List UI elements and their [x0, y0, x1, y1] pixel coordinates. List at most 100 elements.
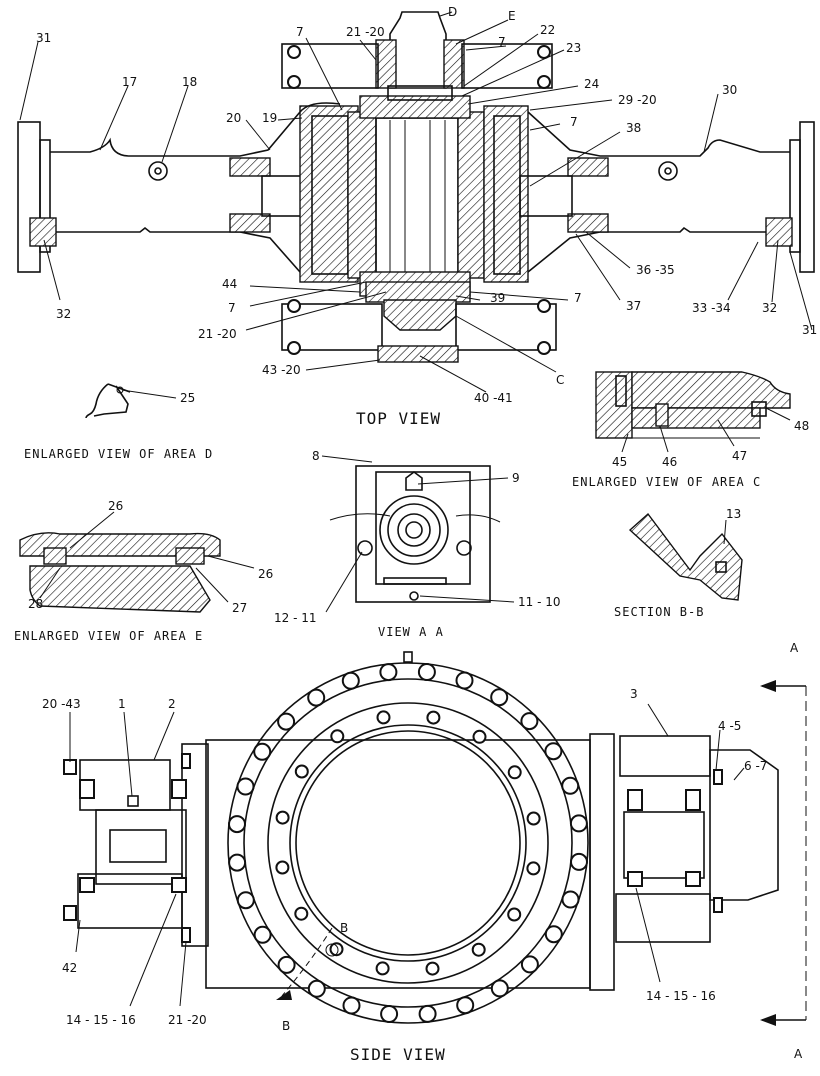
flange-bolt	[569, 814, 588, 833]
detail-area-c: 45 46 47 48 ENLARGED VIEW OF AREA C	[572, 371, 809, 489]
pinion-cage-bottom	[281, 281, 557, 363]
flange-bolt	[425, 961, 440, 976]
flange-bolt	[544, 742, 563, 761]
callout-29-20: 29 -20	[618, 93, 657, 107]
callout-44: 44	[222, 277, 237, 291]
flange-bolt	[490, 688, 509, 707]
flange-bolt	[228, 853, 247, 872]
callout-a: A	[790, 641, 799, 655]
callout-4-5: 4 -5	[718, 719, 741, 733]
callout-26: 26	[108, 499, 123, 513]
flange-bolt	[426, 710, 441, 725]
flange-bolt	[294, 764, 309, 779]
callout-18: 18	[182, 75, 197, 89]
callout-8: 8	[312, 449, 320, 463]
left-actuator	[63, 753, 191, 943]
flange-bolt	[329, 942, 344, 957]
section-b-b: 13 SECTION B-B	[614, 507, 743, 619]
flange-bolt	[456, 996, 475, 1015]
pinion-cage-top	[281, 11, 553, 101]
callout-14-15-16: 14 - 15 - 16	[646, 989, 716, 1003]
flange-bolt	[520, 955, 539, 974]
callout-30: 30	[722, 83, 737, 97]
flange-bolt	[472, 729, 487, 744]
flange-bolt	[455, 671, 474, 690]
flange-bolt	[561, 890, 580, 909]
callout-c: C	[556, 373, 564, 387]
callout-37: 37	[626, 299, 641, 313]
callout-33-34: 33 -34	[692, 301, 731, 315]
side-view-callouts: A A B B 20 -43 1 2 3 4 -5 6 -7 42 14 - 1…	[42, 641, 803, 1061]
callout-a: A	[794, 1047, 803, 1061]
callout-36-35: 36 -35	[636, 263, 675, 277]
area-d-title: ENLARGED VIEW OF AREA D	[24, 447, 213, 461]
callout-38: 38	[626, 121, 641, 135]
flange-bolt	[236, 891, 255, 910]
flange-bolt	[526, 861, 541, 876]
callout-22: 22	[540, 23, 555, 37]
flange-bolt-circle-outer	[228, 663, 588, 1023]
callout-7: 7	[296, 25, 304, 39]
flange-bolt	[330, 729, 345, 744]
flange-bolt	[253, 742, 272, 761]
callout-26: 26	[258, 567, 273, 581]
flange-bolt-circle-inner	[275, 710, 541, 976]
center-housing	[299, 95, 529, 297]
callout-25: 25	[180, 391, 195, 405]
callout-19: 19	[262, 111, 277, 125]
flange-bolt	[375, 961, 390, 976]
flange-bolt	[418, 1004, 437, 1023]
callout-23: 23	[566, 41, 581, 55]
callout-d: D	[448, 5, 457, 19]
callout-13: 13	[726, 507, 741, 521]
callout-7: 7	[498, 35, 506, 49]
flange-bolt	[507, 765, 522, 780]
callout-e: E	[508, 9, 516, 23]
callout-28: 28	[28, 597, 43, 611]
flange-bolt	[341, 671, 360, 690]
side-view: A A B B 20 -43 1 2 3 4 -5 6 -7 42 14 - 1…	[42, 641, 807, 1064]
callout-42: 42	[62, 961, 77, 975]
callout-2: 2	[168, 697, 176, 711]
top-view: D E 7 21 -20 7 22 23 24 29 -20 31 17 18 …	[17, 5, 817, 428]
callout-9: 9	[512, 471, 520, 485]
left-axle-housing	[17, 111, 313, 273]
flange-bolt	[417, 663, 436, 681]
flange-bolt	[471, 942, 486, 957]
callout-7: 7	[574, 291, 582, 305]
callout-6-7: 6 -7	[744, 759, 767, 773]
view-aa-title: VIEW A A	[378, 625, 444, 639]
flange-bolt	[253, 925, 272, 944]
flange-bolt	[526, 811, 541, 826]
callout-40-41: 40 -41	[474, 391, 513, 405]
callout-43-20: 43 -20	[262, 363, 301, 377]
callout-11-10: 11 - 10	[518, 595, 561, 609]
top-view-title: TOP VIEW	[356, 409, 441, 428]
section-bb-title: SECTION B-B	[614, 605, 704, 619]
flange-bolt	[277, 955, 296, 974]
callout-14-15-16: 14 - 15 - 16	[66, 1013, 136, 1027]
callout-48: 48	[794, 419, 809, 433]
detail-area-e: 26 26 28 27 ENLARGED VIEW OF AREA E	[14, 499, 273, 643]
callout-46: 46	[662, 455, 677, 469]
detail-area-d: 25 ENLARGED VIEW OF AREA D	[24, 383, 213, 461]
callout-21-20: 21 -20	[168, 1013, 207, 1027]
flange-bolt	[342, 996, 361, 1015]
right-axle-housing	[519, 111, 815, 273]
flange-bolt	[544, 925, 563, 944]
flange-bolt	[294, 906, 309, 921]
flange-bolt	[275, 810, 290, 825]
area-c-title: ENLARGED VIEW OF AREA C	[572, 475, 761, 489]
callout-20: 20	[226, 111, 241, 125]
callout-7: 7	[570, 115, 578, 129]
view-a-a: 8 9 12 - 11 11 - 10 VIEW A A	[274, 449, 561, 639]
flange-bolt	[228, 815, 246, 834]
section-line-b-b	[276, 927, 339, 1000]
side-view-title: SIDE VIEW	[350, 1045, 446, 1064]
right-actuator	[615, 735, 779, 943]
callout-12-11: 12 - 11	[274, 611, 317, 625]
flange-bolt	[507, 907, 522, 922]
flange-bolt	[307, 979, 326, 998]
callout-20-43: 20 -43	[42, 697, 81, 711]
side-view-leaders	[69, 703, 745, 1007]
